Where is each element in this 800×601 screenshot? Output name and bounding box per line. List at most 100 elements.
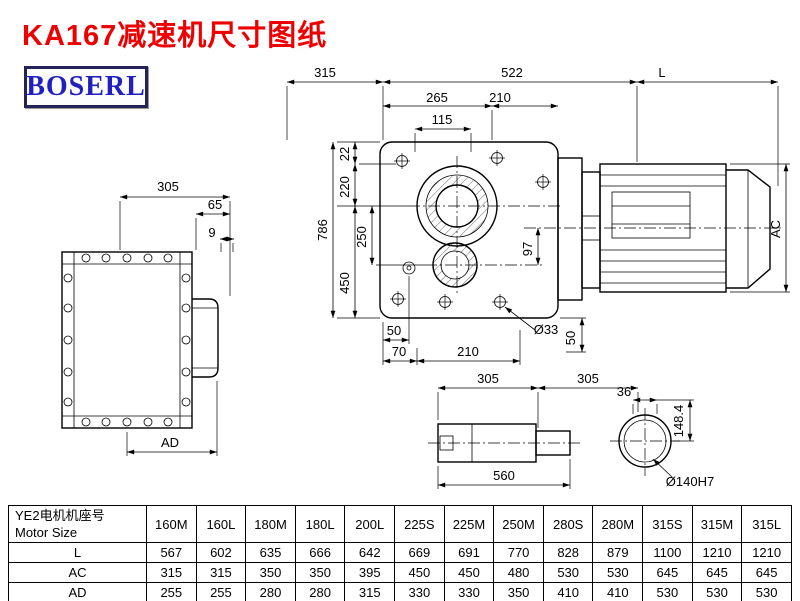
dimension-lines: [120, 79, 789, 488]
dim-522: 522: [501, 65, 523, 80]
table-cell: 315: [146, 562, 197, 583]
table-cell: 315: [344, 582, 396, 601]
table-cell: 1210: [691, 542, 743, 563]
screw-holes: [390, 150, 551, 310]
table-cell: 530: [691, 582, 743, 601]
table-cell: 1100: [642, 542, 693, 563]
table-cell: 280: [294, 582, 346, 601]
table-cell: 645: [642, 562, 693, 583]
dim-250: 250: [354, 226, 369, 248]
table-cell: 645: [741, 562, 792, 583]
dim-65: 65: [208, 197, 222, 212]
table-cell: 350: [294, 562, 346, 583]
column-header: 160M: [146, 505, 197, 543]
dim-70: 70: [392, 344, 406, 359]
table-cell: 450: [443, 562, 495, 583]
table-cell: 645: [691, 562, 743, 583]
dim-305-shaft-left: 305: [477, 371, 499, 386]
dim-305-shaft-right: 305: [577, 371, 599, 386]
table-cell: 530: [542, 562, 594, 583]
dim-36: 36: [617, 384, 631, 399]
dim-220: 220: [337, 176, 352, 198]
table-cell: 410: [542, 582, 594, 601]
column-header: 160L: [195, 505, 247, 543]
table-cell: 395: [344, 562, 396, 583]
dim-50-right: 50: [563, 331, 578, 345]
table-cell: 255: [195, 582, 247, 601]
dim-210-top: 210: [489, 90, 511, 105]
dim-33: Ø33: [534, 322, 559, 337]
column-header: 315L: [741, 505, 792, 543]
dim-L: L: [658, 65, 665, 80]
table-cell: 450: [394, 562, 445, 583]
dim-305-side: 305: [157, 179, 179, 194]
dim-AC: AC: [768, 220, 783, 238]
dimension-labels: 315 522 L 265 210 115 786 22 220 450 250…: [157, 65, 783, 489]
table-cell: 635: [245, 542, 296, 563]
motor-view: [524, 157, 784, 301]
table-cell: 280: [245, 582, 296, 601]
table-cell: 530: [642, 582, 693, 601]
table-cell: 642: [344, 542, 396, 563]
table-cell: 770: [493, 542, 544, 563]
row-label: L: [8, 542, 147, 563]
dim-560: 560: [493, 468, 515, 483]
dim-315-top: 315: [314, 65, 336, 80]
dim-450: 450: [337, 272, 352, 294]
bolt-holes: [63, 253, 191, 427]
brand-logo-text: BOSERL: [26, 71, 146, 102]
shaft-view: [428, 423, 582, 463]
dim-140H7: Ø140H7: [666, 474, 714, 489]
table-cell: 828: [542, 542, 594, 563]
table-cell: 567: [146, 542, 197, 563]
column-header: 250M: [493, 505, 544, 543]
column-header: 280S: [542, 505, 594, 543]
table-cell: 255: [146, 582, 197, 601]
column-header: 225M: [443, 505, 495, 543]
table-cell: 666: [294, 542, 346, 563]
table-cell: 315: [195, 562, 247, 583]
dim-50-bottom: 50: [387, 323, 401, 338]
table-cell: 879: [592, 542, 644, 563]
dim-22: 22: [337, 147, 352, 161]
table-cell: 330: [443, 582, 495, 601]
dim-265: 265: [426, 90, 448, 105]
table-cell: 530: [741, 582, 792, 601]
table-cell: 669: [394, 542, 445, 563]
front-view: [379, 141, 560, 319]
extension-lines: [119, 86, 790, 489]
dim-AD: AD: [161, 435, 179, 450]
page-title: KA167减速机尺寸图纸: [22, 20, 328, 52]
dim-210-bottom: 210: [457, 344, 479, 359]
column-header: 315M: [691, 505, 743, 543]
table-cell: 350: [245, 562, 296, 583]
column-header: 225S: [394, 505, 445, 543]
row-label: AD: [8, 582, 147, 601]
table-cell: 691: [443, 542, 495, 563]
column-header: 315S: [642, 505, 693, 543]
table-cell: 1210: [741, 542, 792, 563]
dim-115: 115: [432, 112, 453, 127]
side-view: [61, 251, 219, 429]
table-cell: 350: [493, 582, 544, 601]
column-header: 280M: [592, 505, 644, 543]
dim-97: 97: [520, 242, 535, 256]
column-header: 180L: [294, 505, 346, 543]
table-cell: 480: [493, 562, 544, 583]
table-cell: 530: [592, 562, 644, 583]
table-cell: 410: [592, 582, 644, 601]
dim-9: 9: [208, 225, 215, 240]
table-cell: 330: [394, 582, 445, 601]
table-cell: 602: [195, 542, 247, 563]
bore-view: [610, 408, 680, 476]
dim-148: 148.4: [671, 405, 686, 438]
column-header: 200L: [344, 505, 396, 543]
